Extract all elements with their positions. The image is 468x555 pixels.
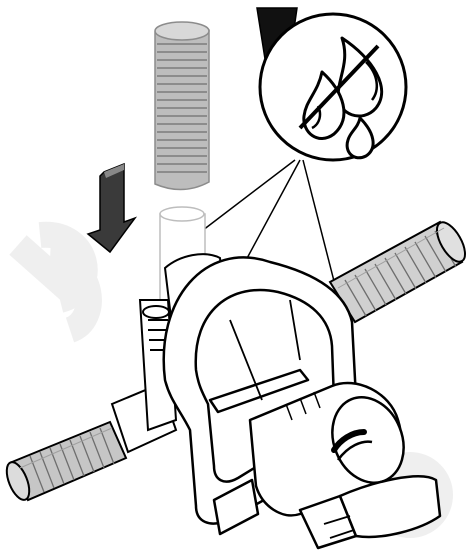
left-hose	[5, 420, 128, 502]
no-water-drops-icon	[258, 12, 408, 162]
down-arrow-icon	[86, 162, 138, 254]
hose-highlights	[19, 227, 445, 469]
upper-hose	[154, 21, 210, 191]
callout-lines	[189, 159, 336, 286]
right-hose	[328, 220, 466, 324]
coupling-nut	[248, 381, 442, 550]
